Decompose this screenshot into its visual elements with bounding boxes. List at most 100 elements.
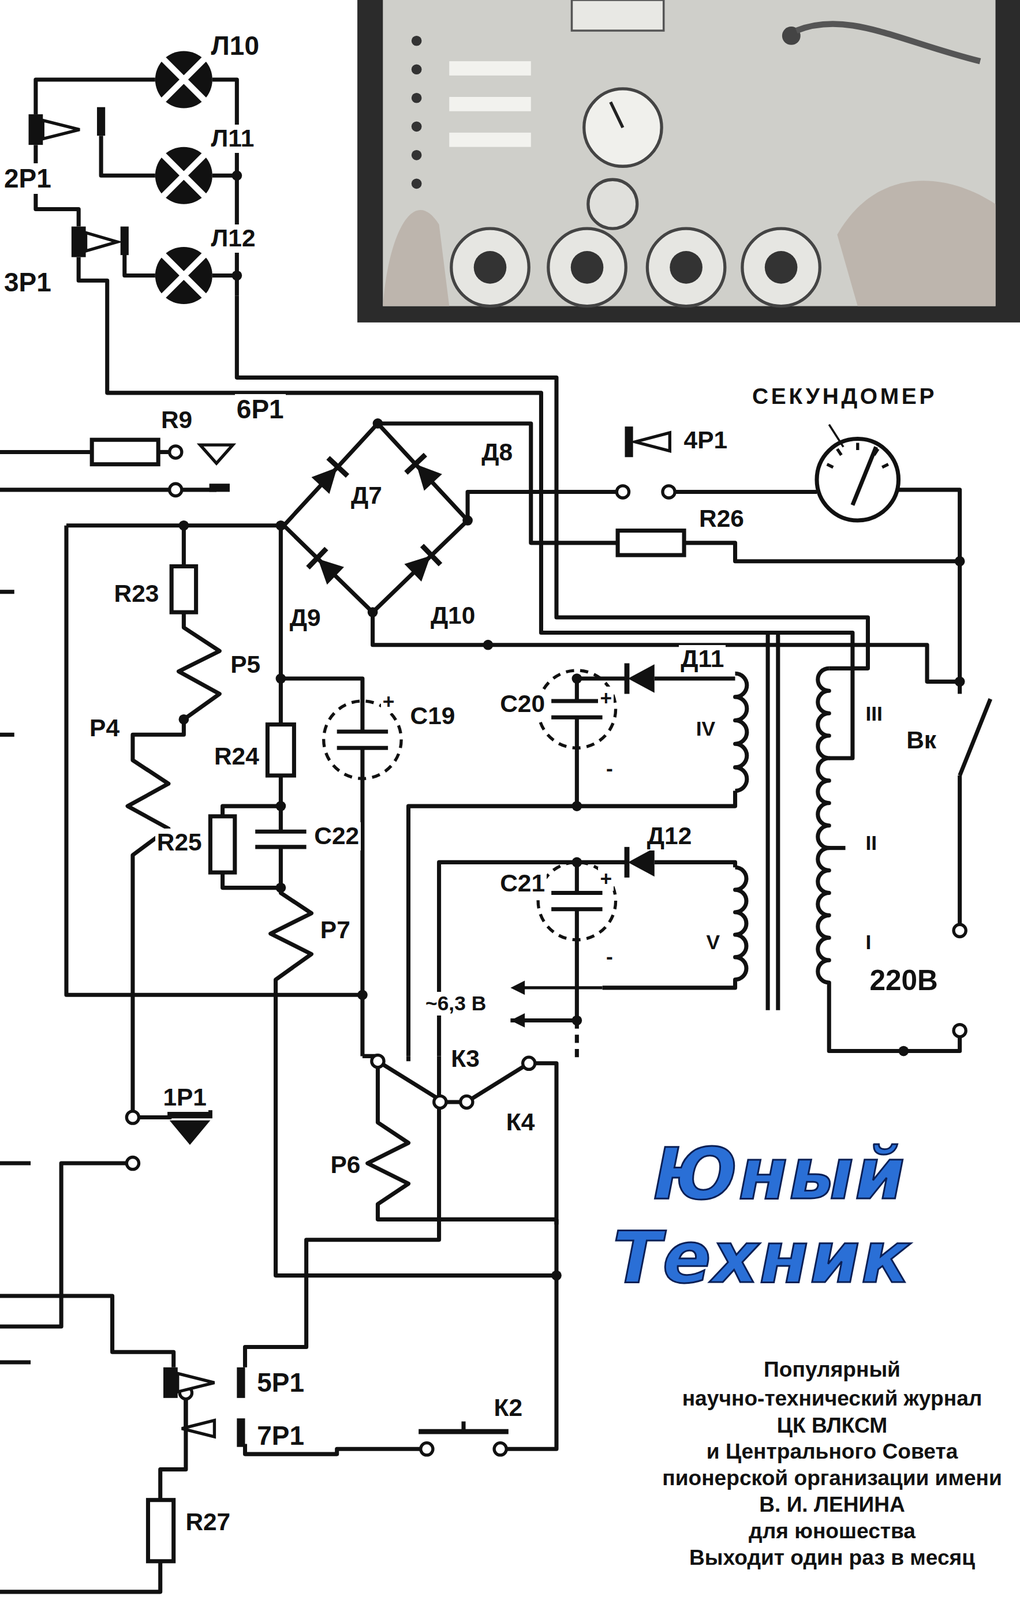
wire bbox=[270, 847, 557, 1277]
masthead-text: ЦК ВЛКСМ bbox=[774, 1413, 890, 1439]
relay-contact bbox=[120, 226, 129, 256]
wire bbox=[602, 867, 747, 989]
wire bbox=[0, 1360, 31, 1365]
diode-symbol bbox=[309, 550, 345, 585]
diode-symbol bbox=[407, 456, 443, 492]
component-label: R25 bbox=[155, 828, 204, 858]
component-label: Д11 bbox=[678, 645, 726, 674]
wire bbox=[78, 257, 853, 759]
wire bbox=[576, 717, 735, 807]
diode-symbol bbox=[307, 548, 345, 586]
junction-dot bbox=[178, 520, 190, 532]
device-photo bbox=[572, 0, 664, 31]
resistor-symbol bbox=[147, 1500, 174, 1563]
device-photo bbox=[411, 35, 422, 47]
diode-symbol bbox=[307, 548, 327, 569]
junction-dot bbox=[572, 673, 583, 685]
masthead-text: Популярный bbox=[761, 1357, 903, 1383]
device-photo bbox=[451, 228, 529, 306]
wire bbox=[367, 1061, 557, 1220]
wire bbox=[377, 423, 618, 544]
device-photo bbox=[411, 150, 422, 161]
masthead-text: для юношества bbox=[746, 1519, 918, 1545]
device-photo bbox=[647, 228, 725, 306]
component-label: Р7 bbox=[318, 916, 353, 945]
lamp-symbol bbox=[155, 147, 213, 205]
terminal bbox=[126, 1111, 139, 1124]
diode-symbol bbox=[405, 454, 426, 473]
device-photo bbox=[411, 92, 422, 104]
device-photo bbox=[570, 251, 604, 285]
device-photo bbox=[584, 88, 662, 167]
output-arrow bbox=[510, 981, 603, 1029]
lamp-symbol bbox=[155, 247, 213, 305]
terminal bbox=[953, 1025, 966, 1038]
wire bbox=[506, 1276, 557, 1451]
stopwatch-symbol bbox=[828, 424, 844, 448]
component-label: Д8 bbox=[479, 438, 515, 467]
component-label: К2 bbox=[492, 1394, 525, 1423]
diode-symbol bbox=[310, 457, 348, 495]
terminal bbox=[953, 924, 966, 937]
wire bbox=[510, 909, 577, 1022]
diode-symbol bbox=[624, 847, 630, 878]
terminal bbox=[371, 1055, 384, 1068]
component-label: Р4 bbox=[87, 714, 122, 743]
relay-contact bbox=[28, 107, 671, 1448]
wire bbox=[222, 872, 282, 889]
logo-text: Юный bbox=[653, 1133, 907, 1216]
component-label: R9 bbox=[159, 406, 194, 435]
component-label: C21 bbox=[498, 869, 547, 899]
wire bbox=[735, 673, 747, 791]
junction-dot bbox=[275, 883, 287, 894]
junction-dot bbox=[275, 673, 287, 685]
wire bbox=[236, 296, 868, 670]
relay-contact bbox=[177, 1373, 215, 1393]
device-photo bbox=[764, 251, 798, 285]
terminal bbox=[434, 1096, 447, 1109]
output-arrow bbox=[515, 986, 603, 990]
wire bbox=[35, 79, 156, 115]
component-label: IV bbox=[694, 717, 717, 742]
diode-symbol bbox=[327, 457, 348, 476]
component-label: Л11 bbox=[209, 124, 257, 153]
logo-text: Техник bbox=[612, 1216, 911, 1299]
wire bbox=[574, 1020, 579, 1062]
terminal bbox=[420, 1443, 433, 1456]
component-label: + bbox=[598, 867, 614, 892]
lamp-symbol bbox=[163, 59, 205, 101]
device-photo bbox=[411, 64, 422, 75]
component-label: + bbox=[380, 690, 397, 715]
device-photo bbox=[382, 210, 450, 307]
lamp-symbol bbox=[155, 50, 213, 108]
wire bbox=[255, 830, 306, 835]
wire bbox=[439, 862, 578, 1057]
device-photo bbox=[796, 23, 981, 62]
resistor-symbol bbox=[171, 566, 196, 614]
lamp-symbol bbox=[155, 50, 213, 305]
device-photo bbox=[411, 121, 422, 132]
device-photo bbox=[449, 61, 532, 76]
wire bbox=[0, 487, 170, 492]
component-label: Л12 bbox=[209, 224, 258, 253]
wire bbox=[406, 1056, 411, 1062]
wire bbox=[775, 632, 780, 1011]
stopwatch-symbol bbox=[852, 447, 877, 506]
wire bbox=[245, 1056, 440, 1368]
masthead-text: научно-технический журнал bbox=[680, 1386, 985, 1412]
wire bbox=[377, 1061, 437, 1099]
component-label: К3 bbox=[449, 1045, 482, 1074]
diode-symbol bbox=[628, 848, 655, 878]
terminal bbox=[522, 1057, 536, 1070]
junction-dot bbox=[275, 520, 287, 532]
relay-contact bbox=[183, 1398, 188, 1430]
diode-symbol bbox=[624, 663, 630, 695]
component-label: 6Р1 bbox=[234, 394, 286, 425]
terminal bbox=[169, 446, 182, 459]
diode-symbol bbox=[626, 847, 655, 878]
masthead-text: В. И. ЛЕНИНА bbox=[756, 1492, 908, 1518]
junction-dot bbox=[372, 418, 384, 429]
device-photo bbox=[669, 251, 703, 285]
capacitor-shield bbox=[537, 862, 616, 940]
wire bbox=[0, 450, 92, 455]
